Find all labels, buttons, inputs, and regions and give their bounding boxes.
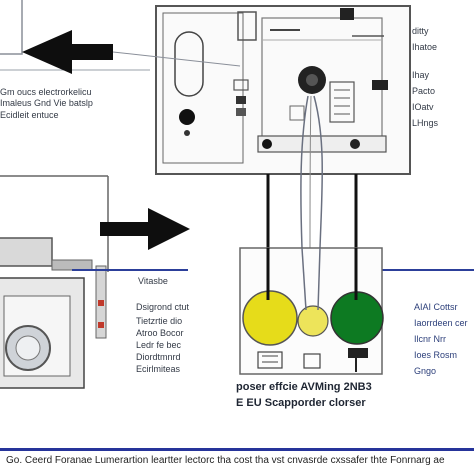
label-tr-5: IOatv	[412, 102, 434, 112]
label-tr-3: Ihay	[412, 70, 430, 80]
junction-box	[239, 247, 384, 375]
label-tr-1: ditty	[412, 26, 429, 36]
label-left-1: Gm oucs electrorkelicu	[0, 87, 92, 97]
label-right-5: Gngo	[414, 366, 437, 376]
label-mid-vizor: Vitasbe	[138, 276, 168, 286]
label-tr-4: Pacto	[412, 86, 436, 96]
right-arrow-icon	[100, 208, 190, 250]
control-panel	[155, 5, 411, 175]
label-mid-2: Tietzrtie dio	[136, 316, 183, 326]
top-left-box	[0, 0, 150, 71]
label-tr-2: Ihatoe	[412, 42, 438, 52]
label-tr-6: LHngs	[412, 118, 439, 128]
label-mid-3: Atroo Bocor	[136, 328, 184, 338]
label-right-2: Iaorrdeen cer	[414, 318, 468, 328]
caption-line-1: poser effcie AVMing 2NB3	[236, 381, 372, 393]
label-mid-5: Diordtmnrd	[136, 352, 181, 362]
panel-wires	[266, 95, 358, 249]
label-right-3: Ilcnr Nrr	[414, 334, 446, 344]
left-device	[0, 237, 107, 389]
left-arrow-icon	[22, 30, 113, 74]
label-left-2: Imaleus Gnd Vie batslp	[0, 98, 93, 108]
caption-line-2: E EU Scapporder clorser	[236, 397, 366, 409]
footer-divider	[0, 448, 474, 451]
label-right-4: Ioes Rosm	[414, 350, 458, 360]
footer-text: Go. Ceerd Foranae Lumerartion leartter l…	[6, 455, 445, 466]
label-right-1: AIAI Cottsr	[414, 302, 458, 312]
label-mid-1: Dsigrond ctut	[136, 302, 190, 312]
label-left-3: Ecidleit entuce	[0, 110, 59, 120]
label-mid-6: Ecirlmiteas	[136, 364, 181, 374]
leader-line-top	[112, 51, 241, 67]
label-mid-4: Ledr fe bec	[136, 340, 182, 350]
